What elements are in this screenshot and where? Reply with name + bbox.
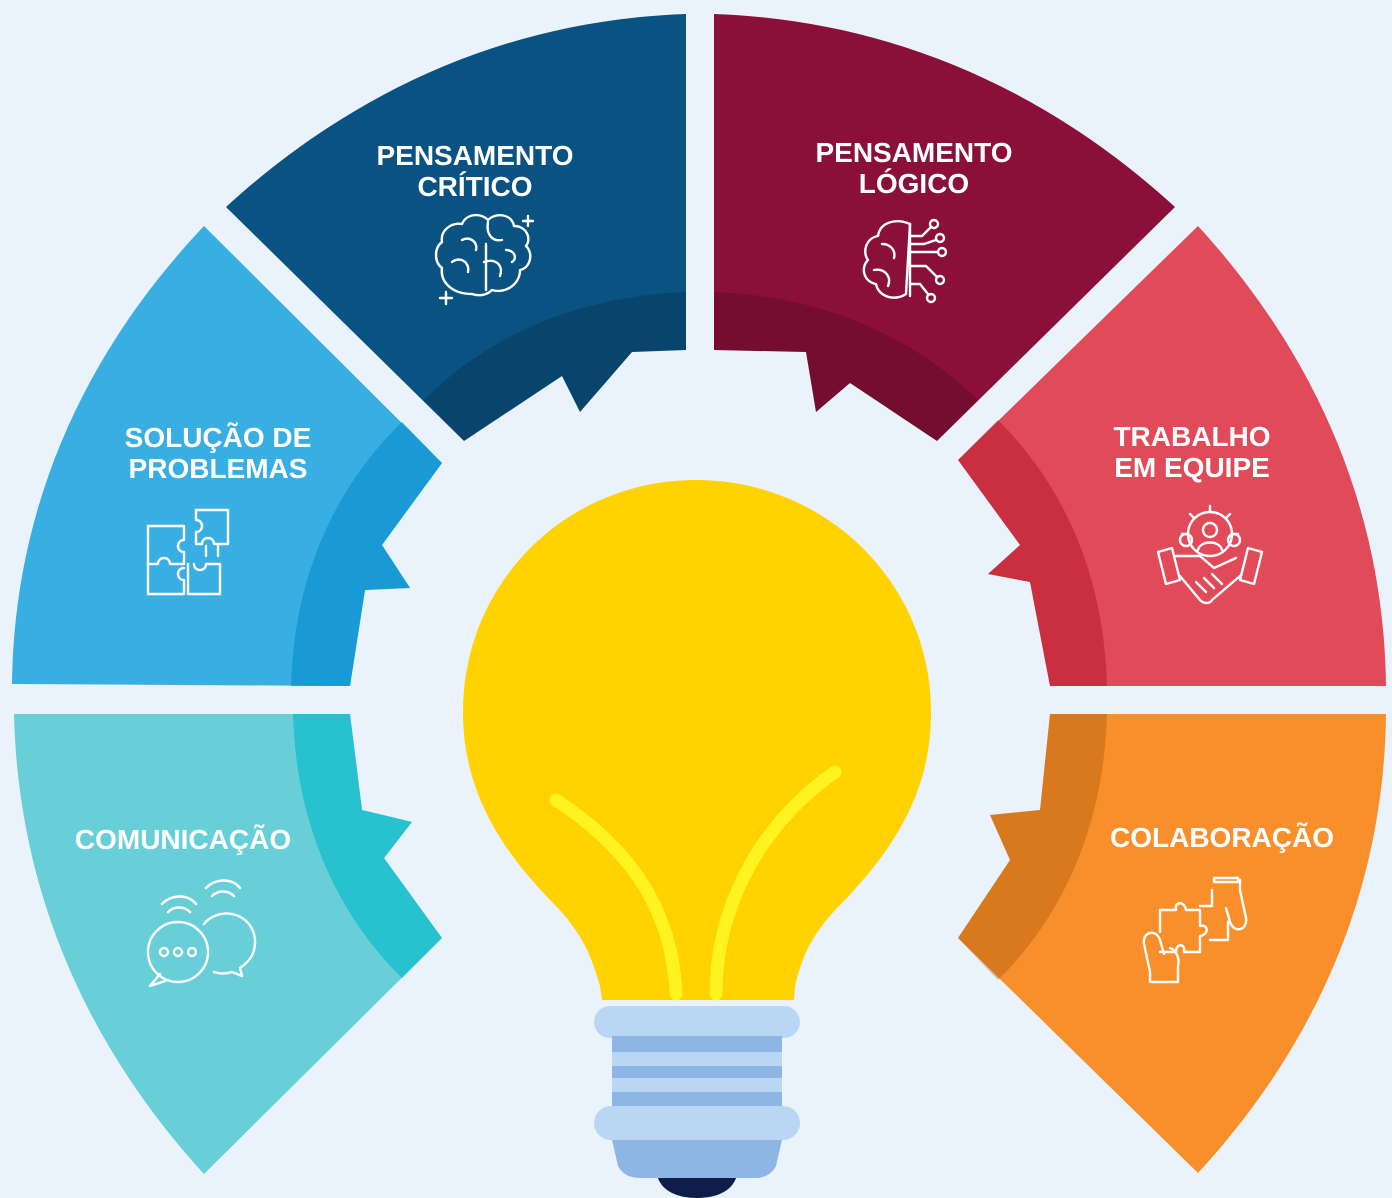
segment-comunicacao: [14, 714, 442, 1174]
segment-pensamento-logico-shape: [714, 14, 1175, 441]
segment-solucao-de-problemas-inner-band: [291, 422, 442, 686]
chat-bubbles-icon: [146, 879, 257, 988]
label-line: LÓGICO: [858, 168, 970, 199]
label-line: COMUNICAÇÃO: [74, 824, 292, 855]
label-line: PENSAMENTO: [376, 140, 574, 171]
segment-pensamento-logico: [714, 14, 1175, 441]
label-solucao-de-problemas: SOLUÇÃO DE PROBLEMAS: [125, 422, 312, 484]
segment-colaboracao-shape: [958, 714, 1386, 1173]
label-pensamento-critico: PENSAMENTO CRÍTICO: [376, 140, 573, 202]
label-line: TRABALHO: [1113, 421, 1271, 452]
label-line: PENSAMENTO: [815, 137, 1013, 168]
segment-pensamento-critico-shape: [226, 14, 686, 441]
circuit-brain-icon: [862, 218, 948, 304]
segments: [12, 14, 1386, 1174]
label-trabalho-em-equipe: TRABALHO EM EQUIPE: [1113, 421, 1270, 483]
brain-icon: [434, 213, 535, 306]
label-line: COLABORAÇÃO: [1110, 822, 1334, 853]
segment-pensamento-critico-inner-band: [424, 292, 686, 441]
segment-colaboracao: [958, 714, 1386, 1173]
segment-trabalho-em-equipe-inner-band: [958, 420, 1107, 686]
bulb-filament-right: [709, 765, 842, 1001]
light-bulb-icon: [463, 480, 931, 1198]
bulb-glass: [463, 480, 931, 1000]
segment-trabalho-em-equipe-shape: [958, 226, 1386, 686]
label-line: SOLUÇÃO DE: [124, 422, 312, 453]
segment-colaboracao-inner-band: [958, 714, 1107, 980]
label-comunicacao: COMUNICAÇÃO: [75, 824, 291, 855]
puzzle-icon: [146, 508, 230, 596]
segment-pensamento-logico-inner-band: [714, 292, 978, 441]
segment-trabalho-em-equipe: [958, 226, 1386, 686]
label-pensamento-logico: PENSAMENTO LÓGICO: [815, 137, 1012, 199]
bulb-filament-left: [549, 793, 683, 1001]
bulb-base: [594, 1006, 800, 1198]
label-line: CRÍTICO: [417, 171, 533, 202]
segment-comunicacao-inner-band: [293, 714, 442, 978]
label-line: EM EQUIPE: [1114, 452, 1270, 483]
hands-puzzle-icon: [1142, 876, 1248, 984]
team-handshake-icon: [1156, 504, 1264, 605]
segment-solucao-de-problemas: [12, 226, 442, 686]
segment-pensamento-critico: [226, 14, 686, 441]
label-colaboracao: COLABORAÇÃO: [1110, 822, 1334, 853]
label-line: PROBLEMAS: [128, 453, 308, 484]
